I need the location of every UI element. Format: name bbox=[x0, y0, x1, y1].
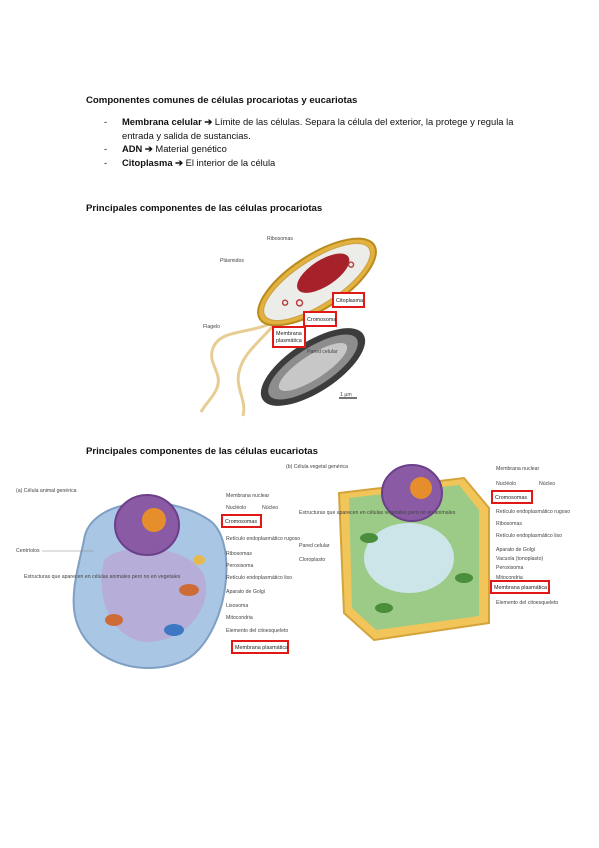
plant-label-golgi: Aparato de Golgi bbox=[496, 547, 535, 553]
list-item-adn: -ADN ➔ Material genético bbox=[104, 143, 227, 155]
animal-label-citoesqueleto: Elemento del citoesqueleto bbox=[226, 628, 288, 634]
micrograph-shape bbox=[260, 328, 366, 406]
label-flagelo: Flagelo bbox=[203, 324, 220, 330]
vacuole-shape bbox=[364, 523, 454, 593]
animal-label-membrana-nuclear: Membrana nuclear bbox=[226, 493, 270, 499]
plant-cell-figure: (b) Célula vegetal genérica Estructuras … bbox=[286, 464, 570, 642]
animal-label-mitocondria: Mitocondria bbox=[226, 615, 253, 621]
svg-text:Cromosoma: Cromosoma bbox=[307, 317, 336, 323]
plant-label-nucleo: Núcleo bbox=[539, 481, 555, 487]
label-scale: 1 µm bbox=[340, 392, 352, 398]
animal-label-reticulo-rugoso: Retículo endoplasmático rugoso bbox=[226, 536, 300, 542]
svg-text:plasmática: plasmática bbox=[276, 338, 302, 344]
plant-label-cloroplasto: Cloroplasto bbox=[299, 557, 325, 563]
plant-label-citoesqueleto: Elemento del citoesqueleto bbox=[496, 600, 558, 606]
animal-caption: (a) Célula animal genérica bbox=[16, 488, 77, 494]
plant-box-membrana bbox=[490, 580, 550, 594]
er-shape bbox=[101, 548, 207, 642]
plant-label-peroxisoma: Peroxisoma bbox=[496, 565, 524, 571]
flagelo-shape bbox=[199, 322, 271, 413]
plant-label-reticulo-rugoso: Retículo endoplasmático rugoso bbox=[496, 509, 570, 515]
plant-label-ribosomas: Ribosomas bbox=[496, 521, 522, 527]
bacterium-cell bbox=[257, 237, 377, 327]
plant-label-vacuola: Vacuola (tonoplasto) bbox=[496, 556, 543, 562]
plant-label-reticulo-liso: Retículo endoplasmático liso bbox=[496, 533, 562, 539]
box-cromosoma bbox=[303, 311, 337, 327]
plant-label-nucleolo: Nucléolo bbox=[496, 481, 516, 487]
animal-box-membrana bbox=[231, 640, 289, 654]
plant-label-estructuras: Estructuras que aparecen en células vege… bbox=[299, 510, 456, 516]
animal-label-ribosomas: Ribosomas bbox=[226, 551, 252, 557]
box-membrana-plasmatica bbox=[272, 326, 306, 348]
section-heading-eucariotas: Principales componentes de las células e… bbox=[86, 446, 318, 457]
svg-text:Cromosomas: Cromosomas bbox=[225, 519, 257, 525]
svg-text:Membrana: Membrana bbox=[276, 331, 302, 337]
animal-box-cromosomas bbox=[221, 514, 262, 528]
animal-label-centriolos: Centríolos bbox=[16, 548, 40, 554]
plant-box-cromosomas bbox=[491, 490, 533, 504]
animal-nucleolus-shape bbox=[142, 508, 166, 532]
nucleoid-shape bbox=[297, 253, 350, 293]
plant-nucleolus-shape bbox=[410, 477, 432, 499]
plant-label-mitocondria: Mitocondria bbox=[496, 575, 523, 581]
animal-label-reticulo-liso: Retículo endoplasmático liso bbox=[226, 575, 292, 581]
flagelo-shape-2 bbox=[236, 325, 275, 417]
svg-text:Cromosomas: Cromosomas bbox=[495, 495, 527, 501]
box-citoplasma bbox=[332, 292, 365, 308]
plant-caption: (b) Célula vegetal genérica bbox=[286, 464, 348, 470]
list-item-membrana: -Membrana celular ➔ Límite de las célula… bbox=[104, 116, 514, 141]
svg-text:Citoplasma: Citoplasma bbox=[336, 298, 363, 304]
animal-label-golgi: Aparato de Golgi bbox=[226, 589, 265, 595]
section-heading-common: Componentes comunes de células procariot… bbox=[86, 95, 358, 106]
label-plasmidos: Plásmidos bbox=[220, 258, 244, 264]
animal-label-nucleo: Núcleo bbox=[262, 505, 278, 511]
plant-label-pared: Pared celular bbox=[299, 543, 330, 549]
common-components-list: -Membrana celular ➔ Límite de las célula… bbox=[104, 115, 524, 169]
prokaryote-figure: Ribosomas Plásmidos Flagelo Pared celula… bbox=[199, 236, 377, 417]
animal-label-lisosoma: Lisosoma bbox=[226, 603, 248, 609]
label-pared: Pared celular bbox=[307, 349, 338, 355]
plant-label-membrana-nuclear: Membrana nuclear bbox=[496, 466, 540, 472]
animal-label-nucleolo: Nucléolo bbox=[226, 505, 246, 511]
label-ribosomas: Ribosomas bbox=[267, 236, 293, 242]
animal-cell-figure: (a) Célula animal genérica Centríolos Es… bbox=[16, 488, 300, 670]
section-heading-procariotas: Principales componentes de las células p… bbox=[86, 203, 323, 214]
list-item-citoplasma: -Citoplasma ➔ El interior de la célula bbox=[104, 156, 276, 168]
animal-label-peroxisoma: Peroxisoma bbox=[226, 563, 254, 569]
animal-label-estructuras: Estructuras que aparecen en células anim… bbox=[24, 574, 181, 580]
svg-text:Membrana plasmática: Membrana plasmática bbox=[494, 585, 547, 591]
svg-text:Membrana plasmática: Membrana plasmática bbox=[235, 645, 288, 651]
